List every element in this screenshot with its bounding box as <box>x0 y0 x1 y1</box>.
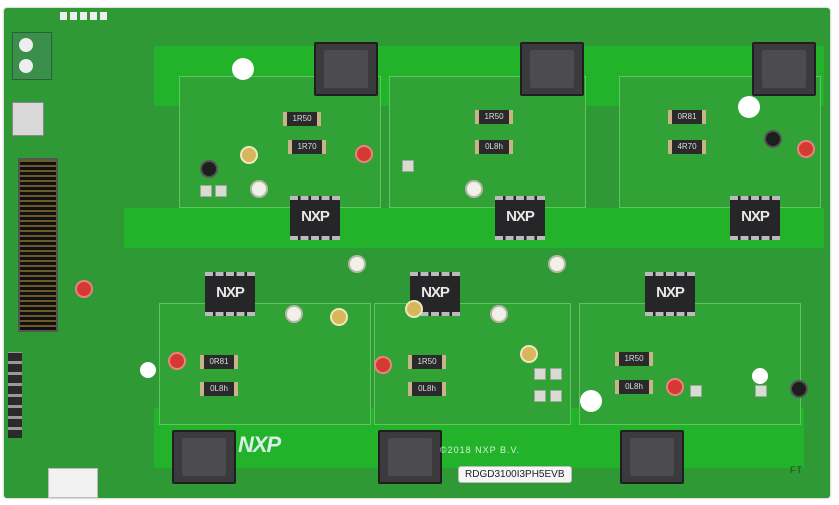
shunt-resistor: 0L8h <box>475 140 513 154</box>
power-module-top-3 <box>752 42 816 96</box>
shunt-resistor: 0R81 <box>200 355 238 369</box>
test-point-gold <box>240 146 258 164</box>
header-pads-top <box>60 12 108 20</box>
mounting-hole <box>580 390 602 412</box>
shunt-resistor: 4R70 <box>668 140 706 154</box>
corner-mark: FT <box>790 465 803 475</box>
shunt-resistor: 1R50 <box>615 352 653 366</box>
smd-pad <box>755 385 767 397</box>
power-module-bottom-3 <box>620 430 684 484</box>
nxp-logo: NXP <box>238 432 281 457</box>
ic-marking: NXP <box>656 284 685 301</box>
smd-pad <box>402 160 414 172</box>
test-point-gold <box>330 308 348 326</box>
test-point-white <box>490 305 508 323</box>
test-point-white <box>250 180 268 198</box>
gate-driver-ic-1: NXP <box>290 196 340 240</box>
test-point-red <box>75 280 93 298</box>
gate-driver-ic-2: NXP <box>495 196 545 240</box>
smd-pad <box>690 385 702 397</box>
test-point-black <box>200 160 218 178</box>
ic-marking: NXP <box>421 284 450 301</box>
power-module-bottom-1 <box>172 430 236 484</box>
smd-pad <box>534 368 546 380</box>
ic-marking: NXP <box>506 208 535 225</box>
pcb-board <box>4 8 830 498</box>
ic-marking: NXP <box>741 208 770 225</box>
smd-pad <box>200 185 212 197</box>
smd-pad <box>550 368 562 380</box>
shunt-resistor: 1R50 <box>475 110 513 124</box>
ic-marking: NXP <box>301 208 330 225</box>
crystal-oscillator <box>12 102 44 136</box>
gate-driver-zone-bottom-right <box>579 303 801 425</box>
edge-connector <box>18 158 58 332</box>
gate-driver-zone-top-left <box>179 76 381 208</box>
terminal-screw-1 <box>19 38 33 52</box>
smd-pad <box>215 185 227 197</box>
test-point-white <box>348 255 366 273</box>
ic-marking: NXP <box>216 284 245 301</box>
gate-driver-zone-bottom-middle <box>374 303 571 425</box>
mounting-hole <box>752 368 768 384</box>
smd-pad <box>550 390 562 402</box>
test-point-white <box>285 305 303 323</box>
shunt-resistor: 1R50 <box>283 112 321 126</box>
test-point-red <box>355 145 373 163</box>
mounting-hole <box>738 96 760 118</box>
power-terminal-block <box>12 32 52 80</box>
board-part-number-label: RDGD3100I3PH5EVB <box>458 466 572 483</box>
shunt-resistor: 0L8h <box>615 380 653 394</box>
test-point-white <box>548 255 566 273</box>
shunt-resistor: 0L8h <box>200 382 238 396</box>
terminal-screw-2 <box>19 59 33 73</box>
test-point-black <box>790 380 808 398</box>
gate-driver-ic-3: NXP <box>730 196 780 240</box>
test-point-gold <box>405 300 423 318</box>
mounting-hole <box>232 58 254 80</box>
power-module-bottom-2 <box>378 430 442 484</box>
test-point-red <box>797 140 815 158</box>
gate-driver-zone-top-right <box>619 76 821 208</box>
pin-header <box>8 352 22 438</box>
copyright-silkscreen: ©2018 NXP B.V. <box>440 445 521 455</box>
test-point-red <box>666 378 684 396</box>
power-module-top-2 <box>520 42 584 96</box>
shunt-resistor: 1R70 <box>288 140 326 154</box>
shunt-resistor: 0R81 <box>668 110 706 124</box>
test-point-black <box>764 130 782 148</box>
white-connector <box>48 468 98 498</box>
shunt-resistor: 0L8h <box>408 382 446 396</box>
test-point-red <box>374 356 392 374</box>
gate-driver-ic-6: NXP <box>645 272 695 316</box>
test-point-white <box>465 180 483 198</box>
test-point-gold <box>520 345 538 363</box>
smd-pad <box>534 390 546 402</box>
gate-driver-ic-4: NXP <box>205 272 255 316</box>
power-module-top-1 <box>314 42 378 96</box>
mounting-hole <box>140 362 156 378</box>
test-point-red <box>168 352 186 370</box>
shunt-resistor: 1R50 <box>408 355 446 369</box>
middle-power-plane <box>124 208 824 248</box>
